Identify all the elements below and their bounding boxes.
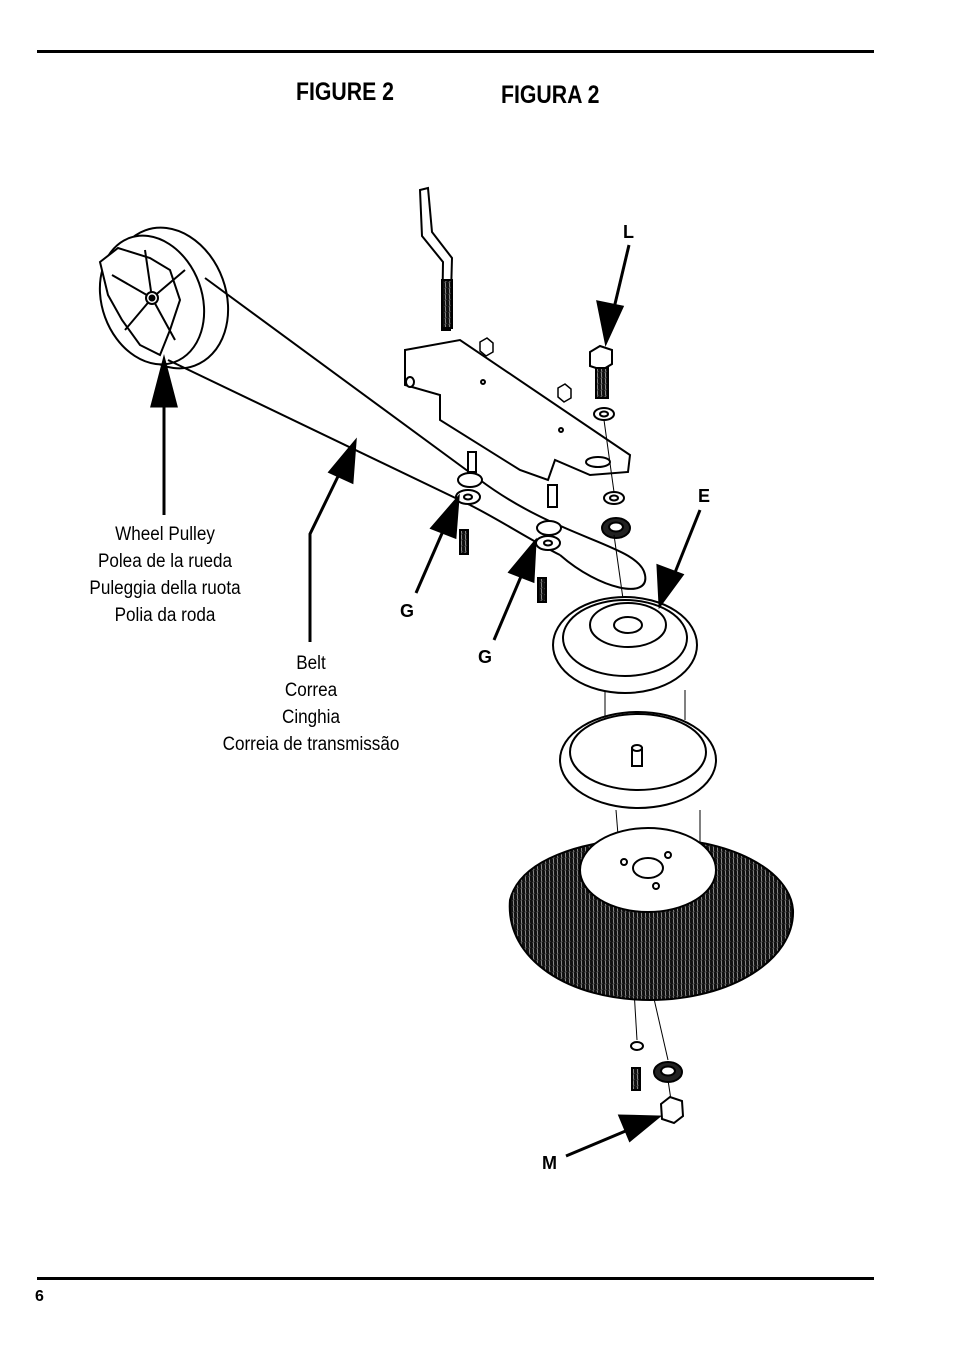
callout-g-left: G	[400, 601, 415, 621]
wheel-pulley-label: Wheel Pulley Polea de la rueda Puleggia …	[80, 521, 251, 629]
callout-g-right: G	[478, 647, 493, 667]
mounting-bracket	[404, 186, 632, 482]
belt-label: Belt Correa Cinghia Correia de transmiss…	[216, 650, 407, 758]
top-rule	[37, 50, 874, 53]
belt-label-it: Cinghia	[282, 707, 340, 728]
lower-hardware	[630, 1041, 685, 1125]
callout-l: L	[623, 222, 634, 242]
wheel-pulley-label-en: Wheel Pulley	[115, 524, 215, 545]
idler-right	[535, 484, 562, 603]
small-nuts	[479, 337, 572, 403]
brush-plate	[559, 711, 717, 809]
page-number: 6	[35, 1288, 44, 1305]
bottom-rule	[37, 1277, 874, 1280]
bolt-l	[589, 344, 615, 421]
side-brush	[508, 827, 795, 1002]
wheel-pulley-label-pt: Polia da roda	[114, 605, 216, 626]
bearing-top	[601, 491, 631, 539]
wheel-pulley-label-it: Puleggia della ruota	[89, 578, 241, 599]
figure-title-en: FIGURE 2	[296, 78, 395, 106]
brush-pulley	[552, 596, 698, 694]
belt-label-es: Correa	[284, 680, 338, 701]
callout-m: M	[542, 1153, 557, 1173]
figure-title-it: FIGURA 2	[501, 81, 600, 109]
callout-e: E	[698, 486, 711, 506]
wheel-pulley-label-es: Polea de la rueda	[97, 551, 233, 572]
belt-label-en: Belt	[296, 653, 326, 674]
wheel-pulley	[98, 226, 230, 370]
callout-arrows	[150, 244, 702, 1158]
belt	[167, 277, 647, 590]
idler-left	[455, 451, 483, 555]
belt-label-pt: Correia de transmissão	[222, 734, 400, 755]
